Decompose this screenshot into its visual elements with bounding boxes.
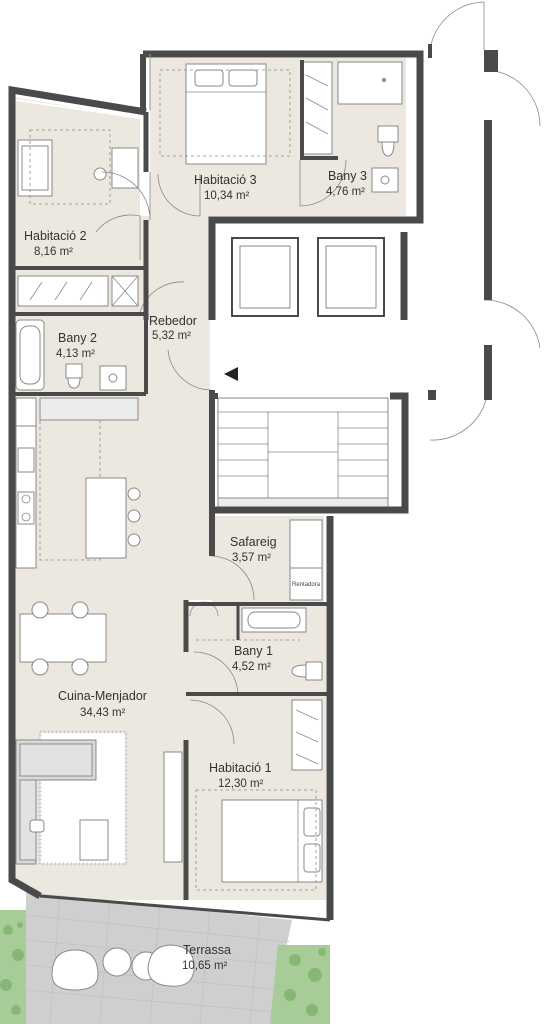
- terrace: [0, 892, 330, 1024]
- label-hab3-area: 10,34 m²: [204, 190, 250, 202]
- label-hab2-name: Habitació 2: [24, 229, 87, 243]
- label-bany3-name: Bany 3: [328, 169, 367, 183]
- label-bany2-area: 4,13 m²: [56, 348, 95, 360]
- lounge-chair-right: [147, 944, 195, 987]
- walls: [8, 44, 498, 922]
- furniture: Rentadora: [15, 61, 403, 891]
- label-hab3-name: Habitació 3: [194, 173, 257, 187]
- label-cuina-area: 34,43 m²: [80, 707, 126, 719]
- sink-bany3: [371, 167, 399, 193]
- label-hab1-area: 12,30 m²: [218, 778, 264, 790]
- cooktop: [17, 491, 35, 525]
- elevator-1: [231, 237, 299, 317]
- label-rebedor-name: Rebedor: [149, 314, 197, 328]
- wardrobe-hab2: [17, 275, 109, 307]
- label-bany3-area: 4,76 m²: [326, 186, 365, 198]
- room-labels: Habitació 2 8,16 m² Habitació 3 10,34 m²…: [24, 169, 367, 972]
- planter-right: [270, 945, 330, 1024]
- dining-table: [19, 613, 107, 663]
- kitchen-sink: [17, 447, 35, 473]
- wardrobe-hab3: [301, 61, 333, 155]
- side-table-1: [102, 947, 132, 977]
- desk-hab2: [111, 147, 139, 189]
- label-bany2-name: Bany 2: [58, 331, 97, 345]
- rentadora-label: Rentadora: [292, 582, 321, 588]
- toilet-bany3: [377, 125, 399, 157]
- toilet-bany2: [65, 363, 83, 389]
- entrance-arrow-icon: [224, 367, 238, 381]
- planter-left: [0, 910, 26, 1024]
- label-terrassa-name: Terrassa: [183, 943, 231, 957]
- kitchen-island: [85, 477, 127, 559]
- wardrobe-hab1: [291, 699, 323, 771]
- shower-bany3: [337, 61, 403, 105]
- label-safareig-area: 3,57 m²: [232, 552, 271, 564]
- label-bany1-name: Bany 1: [234, 644, 273, 658]
- tv-unit: [163, 751, 183, 863]
- label-rebedor-area: 5,32 m²: [152, 330, 191, 342]
- staircase: [217, 397, 389, 499]
- label-safareig-name: Safareig: [230, 535, 277, 549]
- label-terrassa-area: 10,65 m²: [182, 960, 228, 972]
- floor-hab2: [12, 97, 140, 265]
- label-bany1-area: 4,52 m²: [232, 661, 271, 673]
- floor-landing: [216, 335, 436, 390]
- label-hab2-area: 8,16 m²: [34, 246, 73, 258]
- washing-machine: [289, 567, 323, 601]
- lounge-chair-left: [51, 949, 99, 991]
- toilet-bany1: [291, 661, 323, 681]
- label-hab1-name: Habitació 1: [209, 761, 272, 775]
- elevator-2: [317, 237, 385, 317]
- label-cuina-name: Cuina-Menjador: [58, 689, 147, 703]
- doors: [95, 1, 541, 745]
- coffee-table: [79, 819, 109, 861]
